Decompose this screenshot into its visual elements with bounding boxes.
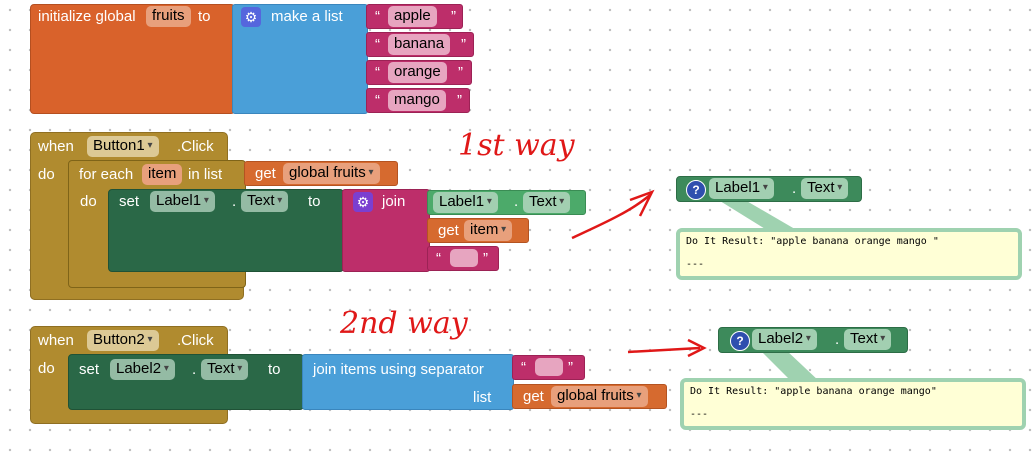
get-label: get — [523, 388, 544, 405]
dot-label: . — [232, 193, 237, 210]
initialize-global-block[interactable] — [30, 4, 235, 114]
result-separator: --- — [686, 259, 705, 270]
component-dropdown[interactable]: Button2 — [87, 330, 159, 351]
when-label: when — [38, 138, 74, 155]
global-var-name[interactable]: fruits — [146, 6, 191, 27]
dot-label: . — [835, 331, 840, 348]
set-label1-text-block[interactable] — [108, 189, 344, 272]
empty-text-field[interactable] — [450, 249, 478, 267]
mutator-gear-icon[interactable]: ⚙ — [241, 7, 261, 27]
annotation-first-way: 1st way — [458, 128, 575, 163]
quote-close-icon: ” — [458, 64, 463, 81]
get-label: get — [255, 165, 276, 182]
event-name-label: .Click — [177, 332, 214, 349]
list-item-text[interactable]: banana — [388, 34, 451, 55]
component-dropdown[interactable]: Button1 — [87, 136, 159, 157]
get-var-dropdown[interactable]: global fruits — [551, 386, 648, 407]
initialize-global-label: initialize global — [38, 8, 136, 25]
do-label: do — [38, 360, 55, 377]
dot-label: . — [514, 193, 519, 210]
quote-close-icon: ” — [457, 92, 462, 109]
for-each-label: for each — [79, 166, 134, 183]
quote-open-icon: “ — [375, 92, 380, 109]
do-label: do — [38, 166, 55, 183]
list-item-text[interactable]: mango — [388, 90, 446, 111]
set-to-label: to — [268, 361, 281, 378]
set-property-dropdown[interactable]: Text — [201, 359, 249, 380]
get-var-dropdown[interactable]: global fruits — [283, 163, 380, 184]
loop-var-name[interactable]: item — [142, 164, 183, 185]
join-mutator-gear-icon[interactable]: ⚙ — [353, 192, 373, 212]
set-label: set — [119, 193, 140, 210]
event-name-label: .Click — [177, 138, 214, 155]
watch-component-dropdown[interactable]: Label2 — [752, 329, 817, 350]
do-it-result-bubble: Do It Result: "apple banana orange mango… — [680, 378, 1026, 430]
init-to-label: to — [198, 8, 211, 25]
dot-label: . — [792, 180, 797, 197]
join-separator-label: join items using separator — [313, 361, 484, 378]
set-component-dropdown[interactable]: Label2 — [110, 359, 175, 380]
join-label: join — [382, 193, 406, 210]
quote-open-icon: “ — [436, 250, 441, 267]
do-it-result-bubble: Do It Result: "apple banana orange mango… — [676, 228, 1022, 280]
watch-component-dropdown[interactable]: Label1 — [709, 178, 774, 199]
join-with-separator-block[interactable] — [302, 354, 514, 410]
when-label: when — [38, 332, 74, 349]
help-question-icon[interactable]: ? — [730, 331, 750, 351]
dot-label: . — [192, 361, 197, 378]
watch-property-dropdown[interactable]: Text — [801, 178, 849, 199]
quote-close-icon: ” — [568, 359, 573, 376]
make-a-list-block[interactable] — [232, 4, 368, 114]
annotation-second-way: 2nd way — [340, 306, 468, 341]
quote-open-icon: “ — [375, 8, 380, 25]
result-text: Do It Result: "apple banana orange mango… — [690, 386, 937, 397]
quote-close-icon: ” — [461, 36, 466, 53]
set-label: set — [79, 361, 100, 378]
quote-open-icon: “ — [521, 359, 526, 376]
set-component-dropdown[interactable]: Label1 — [150, 191, 215, 212]
list-item-text[interactable]: apple — [388, 6, 437, 27]
set-label2-text-block[interactable] — [68, 354, 304, 410]
get-item-dropdown[interactable]: item — [464, 220, 513, 241]
quote-open-icon: “ — [375, 36, 380, 53]
quote-close-icon: ” — [451, 8, 456, 25]
set-property-dropdown[interactable]: Text — [241, 191, 289, 212]
separator-text-field[interactable] — [535, 358, 563, 376]
help-question-icon[interactable]: ? — [686, 180, 706, 200]
watch-property-dropdown[interactable]: Text — [844, 329, 892, 350]
quote-close-icon: ” — [483, 250, 488, 267]
make-a-list-label: make a list — [271, 8, 343, 25]
list-item-text[interactable]: orange — [388, 62, 447, 83]
set-to-label: to — [308, 193, 321, 210]
inner-do-label: do — [80, 193, 97, 210]
get-label: get — [438, 222, 459, 239]
result-separator: --- — [690, 409, 709, 420]
getter-property-dropdown[interactable]: Text — [523, 192, 571, 213]
in-list-label: in list — [188, 166, 223, 183]
result-text: Do It Result: "apple banana orange mango… — [686, 236, 939, 247]
list-socket-label: list — [473, 389, 492, 406]
getter-component-dropdown[interactable]: Label1 — [433, 192, 498, 213]
quote-open-icon: “ — [375, 64, 380, 81]
